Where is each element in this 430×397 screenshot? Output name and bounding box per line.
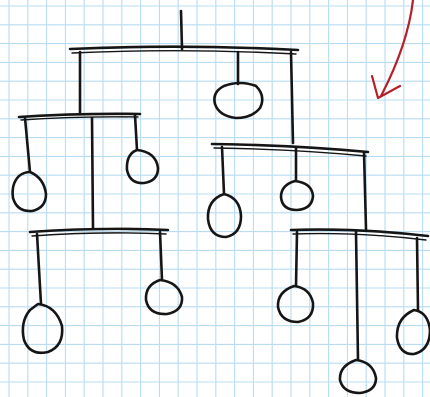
- red-pointer-arrow-icon: [372, 0, 413, 98]
- weight-lower-right-right: [397, 310, 430, 354]
- weight-right-outer: [208, 194, 241, 237]
- weight-lower-left-inner: [146, 280, 182, 314]
- weight-left-outer: [13, 172, 46, 211]
- hanging-bar-top: [70, 47, 298, 54]
- hanging-bar-lower-left: [30, 229, 168, 236]
- weight-left-inner: [127, 150, 158, 183]
- lower-left-branch-string: [92, 118, 93, 228]
- mobile-structure: [13, 11, 430, 393]
- weight-lower-left-outer: [23, 304, 62, 353]
- hanging-bar-right: [212, 144, 368, 156]
- weight-right-inner: [281, 181, 313, 210]
- top-string: [181, 11, 182, 49]
- weight-lower-right-left: [278, 286, 313, 322]
- weight-lower-right-middle: [340, 360, 376, 393]
